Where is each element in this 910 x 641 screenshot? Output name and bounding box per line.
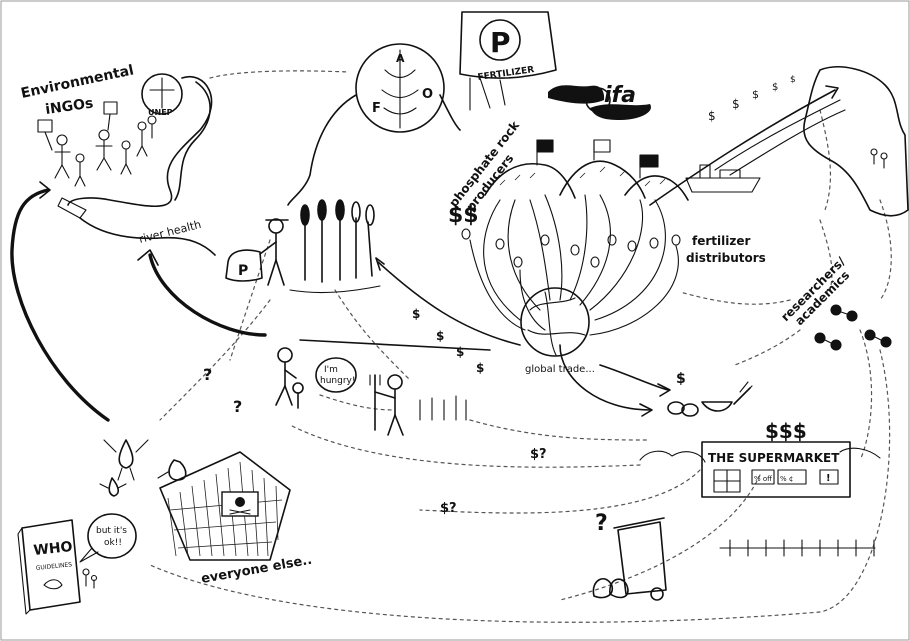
small-farmer (369, 374, 467, 436)
trade-money-4: $ (476, 361, 484, 375)
supermarket-sign-2: % ¢ (780, 475, 793, 483)
farmer-with-bag: P (225, 199, 381, 294)
but-its-ok-line1: but it's (96, 526, 127, 536)
food-money: $ (676, 371, 686, 387)
question-mark-2: ? (233, 397, 242, 416)
fao-letter-a: A (396, 52, 405, 65)
shipping-money-3: $ (752, 88, 759, 101)
global-trade-label: global trade... (525, 364, 595, 375)
trash-question: ? (595, 511, 608, 536)
hungry-line2: hungry! (320, 376, 355, 386)
bold-arrows (10, 85, 839, 422)
trade-money-3: $ (456, 345, 464, 359)
global-trade-globe (520, 287, 590, 357)
supermarket-sign-1: % off (754, 475, 772, 483)
producers-money: $$ (448, 203, 479, 228)
everyone-else-label: everyone else.. (200, 553, 313, 587)
ifa-logo: ifa (548, 83, 651, 120)
shipping-money-2: $ (732, 97, 740, 111)
fao-logo: F A O (287, 43, 461, 206)
africa-map (803, 66, 909, 217)
unep-logo (141, 73, 183, 115)
trade-money-2: $ (436, 329, 444, 343)
env-ngos-title-line1: Environmental (20, 62, 136, 102)
skull-icon (235, 497, 245, 507)
everyone-else-group: everyone else.. (159, 451, 313, 587)
supermarket-exclaim: ! (826, 473, 831, 484)
shipping-money-4: $ (772, 82, 778, 93)
distributors-label-line2: distributors (686, 251, 766, 265)
trash-bin: ? (592, 511, 667, 601)
dollar-question-1: $? (530, 447, 547, 462)
fao-letter-o: O (422, 87, 433, 102)
droplet-characters (99, 439, 187, 497)
food-items: $ (667, 371, 753, 417)
farmer-bag-letter: P (238, 263, 248, 279)
shipping-route: $ $ $ $ $ (685, 66, 909, 217)
who-guidelines-book: WHO GUIDELINES but it's ok!! (17, 513, 137, 615)
but-its-ok-line2: ok!! (104, 538, 122, 548)
supermarket-name: THE SUPERMARKET (708, 451, 840, 465)
dollar-question-2: $? (440, 501, 457, 516)
ifa-text: ifa (604, 83, 636, 108)
distributors-label-line1: fertilizer (692, 234, 750, 248)
scattered-symbols: $ $ $ $ ? ? $? $? (203, 307, 547, 516)
who-title: WHO (33, 539, 74, 559)
env-ngos-group: Environmental iNGOs UNEP river health (20, 62, 216, 256)
hungry-people: I'm hungry! (275, 347, 357, 409)
supermarket: $$$ THE SUPERMARKET % off % ¢ ! (639, 419, 881, 557)
dashed-links (149, 70, 892, 623)
supermarket-money: $$$ (765, 419, 807, 443)
question-mark-1: ? (203, 365, 212, 384)
fertilizer-text: FERTILIZER (477, 65, 535, 83)
unep-text: UNEP (148, 108, 173, 117)
trade-money-1: $ (412, 307, 420, 321)
shipping-money-1: $ (708, 109, 716, 123)
fertilizer-bag: P FERTILIZER (459, 11, 557, 111)
researchers-group: researchers/ academics (778, 254, 892, 351)
shipping-money-5: $ (790, 75, 796, 85)
hungry-line1: I'm (324, 365, 338, 375)
fertilizer-letter: P (490, 26, 511, 59)
glasses-icon (814, 304, 892, 351)
who-subtitle: GUIDELINES (35, 561, 72, 572)
fao-letter-f: F (372, 101, 381, 116)
env-ngos-title-line2: iNGOs (44, 95, 94, 118)
